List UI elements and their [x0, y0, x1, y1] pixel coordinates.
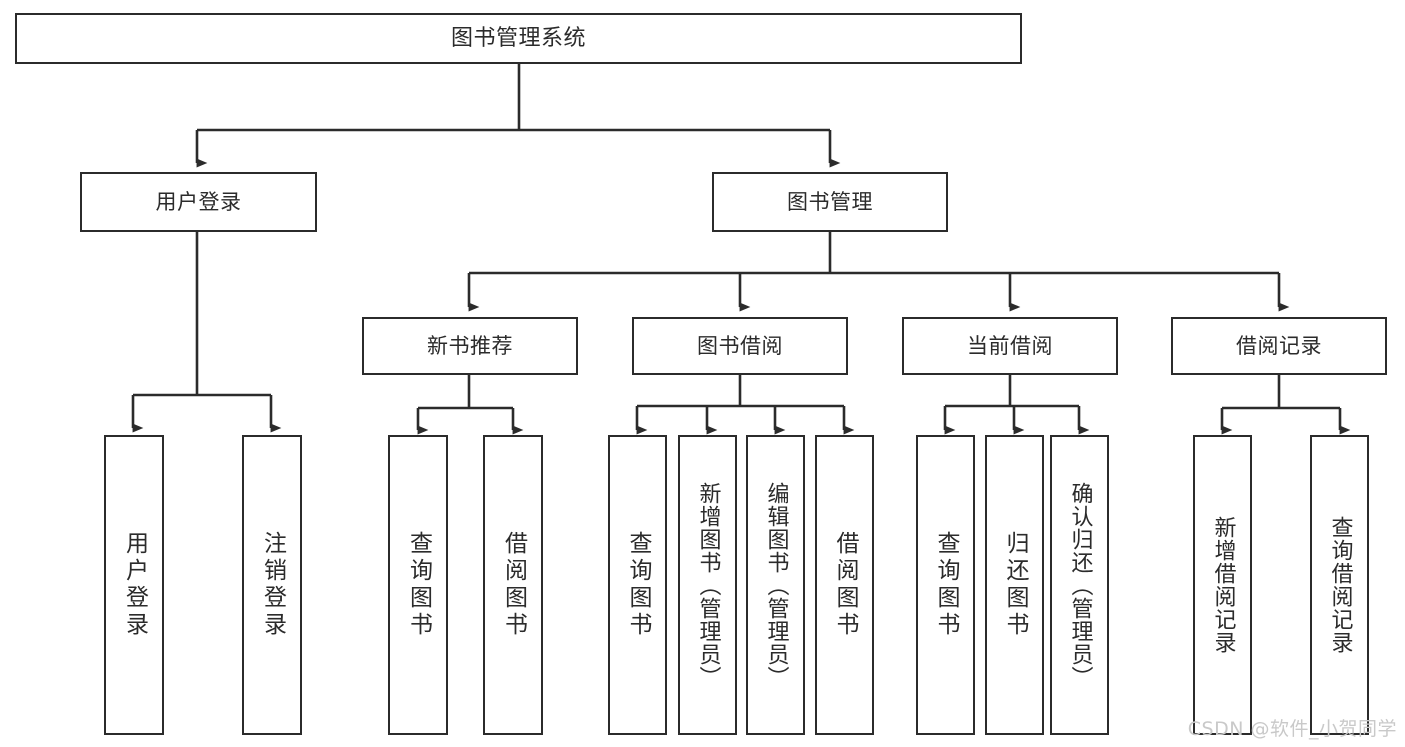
node-label: 新增图书（管理员）: [695, 481, 721, 689]
node-label: 借阅记录: [1236, 333, 1322, 358]
node-book-manage[interactable]: 图书管理: [712, 172, 948, 232]
node-leaf-add-record[interactable]: 新增借阅记录: [1193, 435, 1252, 735]
node-label: 当前借阅: [967, 333, 1053, 358]
node-leaf-query-book-3[interactable]: 查询图书: [916, 435, 975, 735]
node-label: 查询图书: [933, 531, 959, 639]
node-label: 查询图书: [625, 531, 651, 639]
node-label: 图书管理: [787, 189, 873, 214]
node-borrow-record[interactable]: 借阅记录: [1171, 317, 1387, 375]
node-label: 图书管理系统: [450, 25, 586, 51]
node-label: 新增借阅记录: [1210, 516, 1236, 654]
node-leaf-logout-login[interactable]: 注销登录: [242, 435, 302, 735]
node-user-login[interactable]: 用户登录: [80, 172, 317, 232]
node-label: 借阅图书: [500, 531, 527, 639]
node-leaf-borrow-book-2[interactable]: 借阅图书: [815, 435, 874, 735]
node-root-system[interactable]: 图书管理系统: [15, 13, 1022, 64]
node-label: 图书借阅: [697, 333, 783, 358]
node-book-borrow[interactable]: 图书借阅: [632, 317, 848, 375]
node-label: 查询借阅记录: [1327, 516, 1353, 654]
node-current-borrow[interactable]: 当前借阅: [902, 317, 1118, 375]
node-leaf-query-record[interactable]: 查询借阅记录: [1310, 435, 1369, 735]
node-label: 用户登录: [121, 531, 148, 639]
node-label: 用户登录: [155, 189, 242, 214]
node-label: 确认归还（管理员）: [1067, 481, 1093, 689]
node-leaf-user-login[interactable]: 用户登录: [104, 435, 164, 735]
node-leaf-confirm-return[interactable]: 确认归还（管理员）: [1050, 435, 1109, 735]
node-label: 归还图书: [1002, 531, 1028, 639]
node-label: 注销登录: [259, 531, 286, 639]
node-new-book-rec[interactable]: 新书推荐: [362, 317, 578, 375]
node-leaf-add-book[interactable]: 新增图书（管理员）: [678, 435, 737, 735]
node-leaf-query-book-1[interactable]: 查询图书: [388, 435, 448, 735]
node-leaf-edit-book[interactable]: 编辑图书（管理员）: [746, 435, 805, 735]
node-leaf-return-book[interactable]: 归还图书: [985, 435, 1044, 735]
node-label: 借阅图书: [832, 531, 858, 639]
node-label: 编辑图书（管理员）: [763, 481, 789, 689]
csdn-watermark: CSDN @软件_小贺同学: [1187, 718, 1397, 740]
node-label: 新书推荐: [427, 333, 513, 358]
node-leaf-borrow-book-1[interactable]: 借阅图书: [483, 435, 543, 735]
node-label: 查询图书: [405, 531, 432, 639]
node-leaf-query-book-2[interactable]: 查询图书: [608, 435, 667, 735]
